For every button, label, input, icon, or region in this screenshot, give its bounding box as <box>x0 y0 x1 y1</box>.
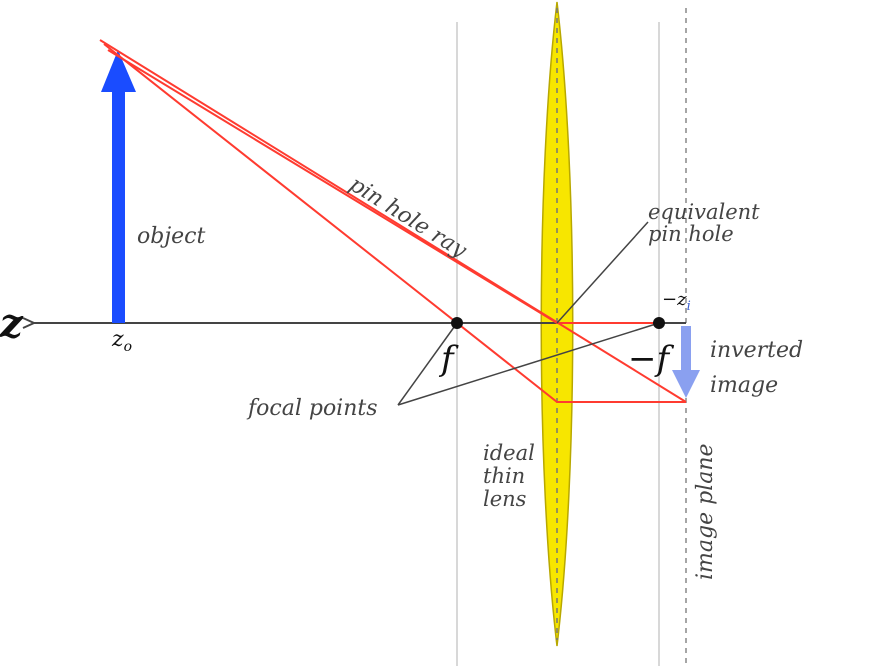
focal-point-front <box>451 317 463 329</box>
equivalent-pin-hole-leader <box>556 221 649 324</box>
focal-points-label: focal points <box>246 396 378 421</box>
axis-z-label: z <box>0 300 24 347</box>
pin-hole-ray <box>99 39 687 403</box>
image-plane-label: image plane <box>693 443 718 580</box>
object-position-label: zo <box>111 327 132 355</box>
object-arrow-head <box>101 50 136 92</box>
parallel-ray <box>107 49 659 324</box>
negative-focal-length-label: −f <box>628 339 674 379</box>
focal-ray <box>103 43 686 403</box>
object-arrow-shaft <box>112 88 125 323</box>
image-arrow-shaft <box>681 326 691 372</box>
focal-points-leader-left <box>397 322 458 406</box>
image-position-label: −zi <box>662 289 691 314</box>
focal-point-back <box>653 317 665 329</box>
image-arrow-head <box>672 370 700 398</box>
focal-length-label: f <box>438 339 459 379</box>
focal-points-leader-right <box>397 322 660 406</box>
object-label: object <box>137 224 205 249</box>
